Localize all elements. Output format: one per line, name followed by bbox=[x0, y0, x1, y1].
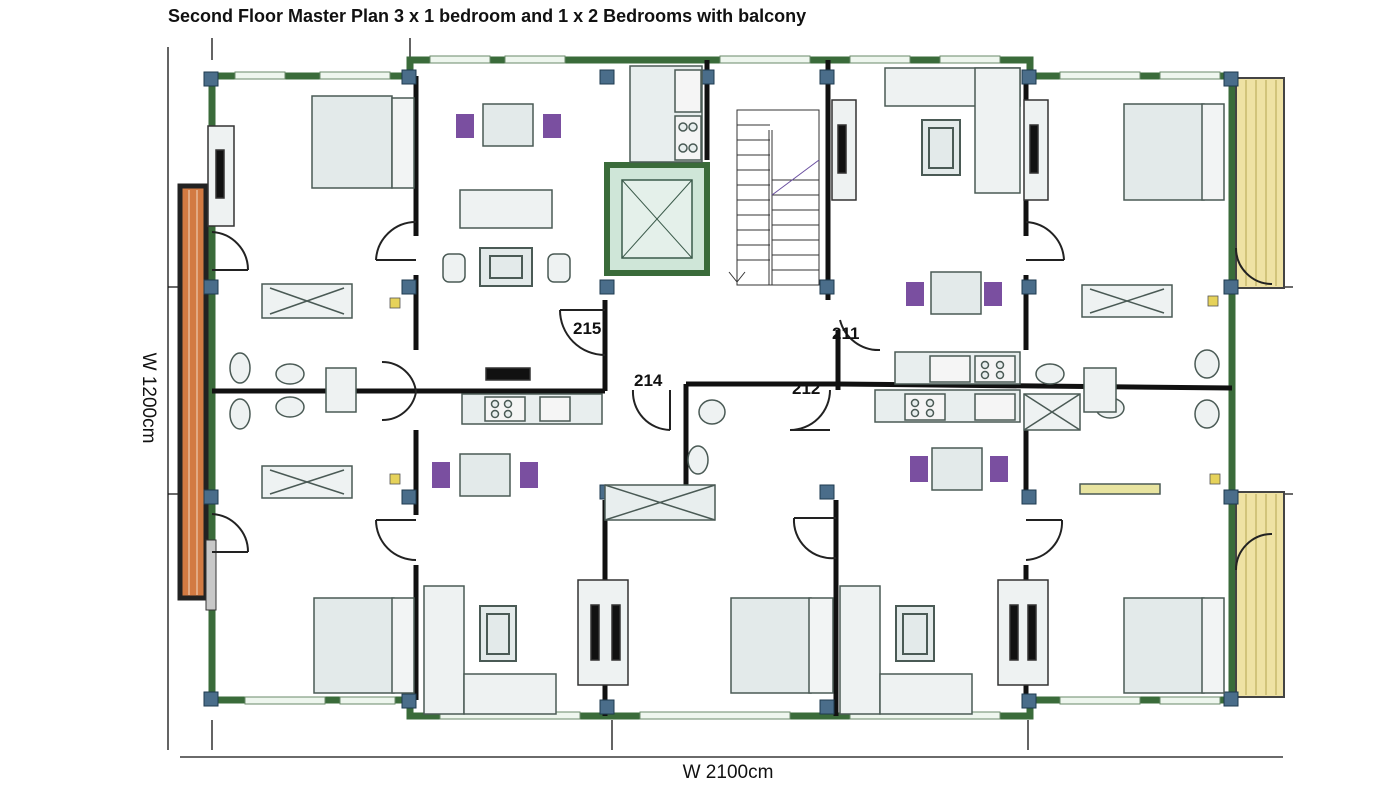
elevator bbox=[604, 162, 710, 276]
height-dimension-label: W 1200cm bbox=[138, 353, 159, 444]
balcony-right-bottom bbox=[1235, 491, 1285, 698]
unit-number-214: 214 bbox=[634, 371, 663, 390]
balcony-right-top bbox=[1235, 77, 1285, 289]
width-dimension-label: W 2100cm bbox=[683, 762, 774, 783]
plan-title: Second Floor Master Plan 3 x 1 bedroom a… bbox=[168, 6, 807, 26]
staircase bbox=[728, 109, 820, 286]
windows bbox=[234, 55, 1221, 720]
columns bbox=[203, 69, 1239, 715]
unit-number-211: 211 bbox=[832, 324, 859, 343]
armchairs bbox=[442, 253, 571, 283]
coffee-tables bbox=[479, 119, 961, 662]
unit-number-212: 212 bbox=[792, 379, 820, 398]
bathrooms bbox=[229, 283, 1220, 499]
dining-tables bbox=[432, 103, 1008, 497]
beds bbox=[311, 95, 1225, 694]
balcony-left bbox=[177, 183, 217, 611]
kitchen-counters bbox=[461, 65, 1021, 521]
sofas bbox=[423, 67, 1021, 715]
door-swings bbox=[211, 220, 1273, 571]
unit-number-215: 215 bbox=[573, 319, 601, 338]
fixtures bbox=[389, 295, 1221, 485]
wardrobes bbox=[207, 99, 1049, 686]
